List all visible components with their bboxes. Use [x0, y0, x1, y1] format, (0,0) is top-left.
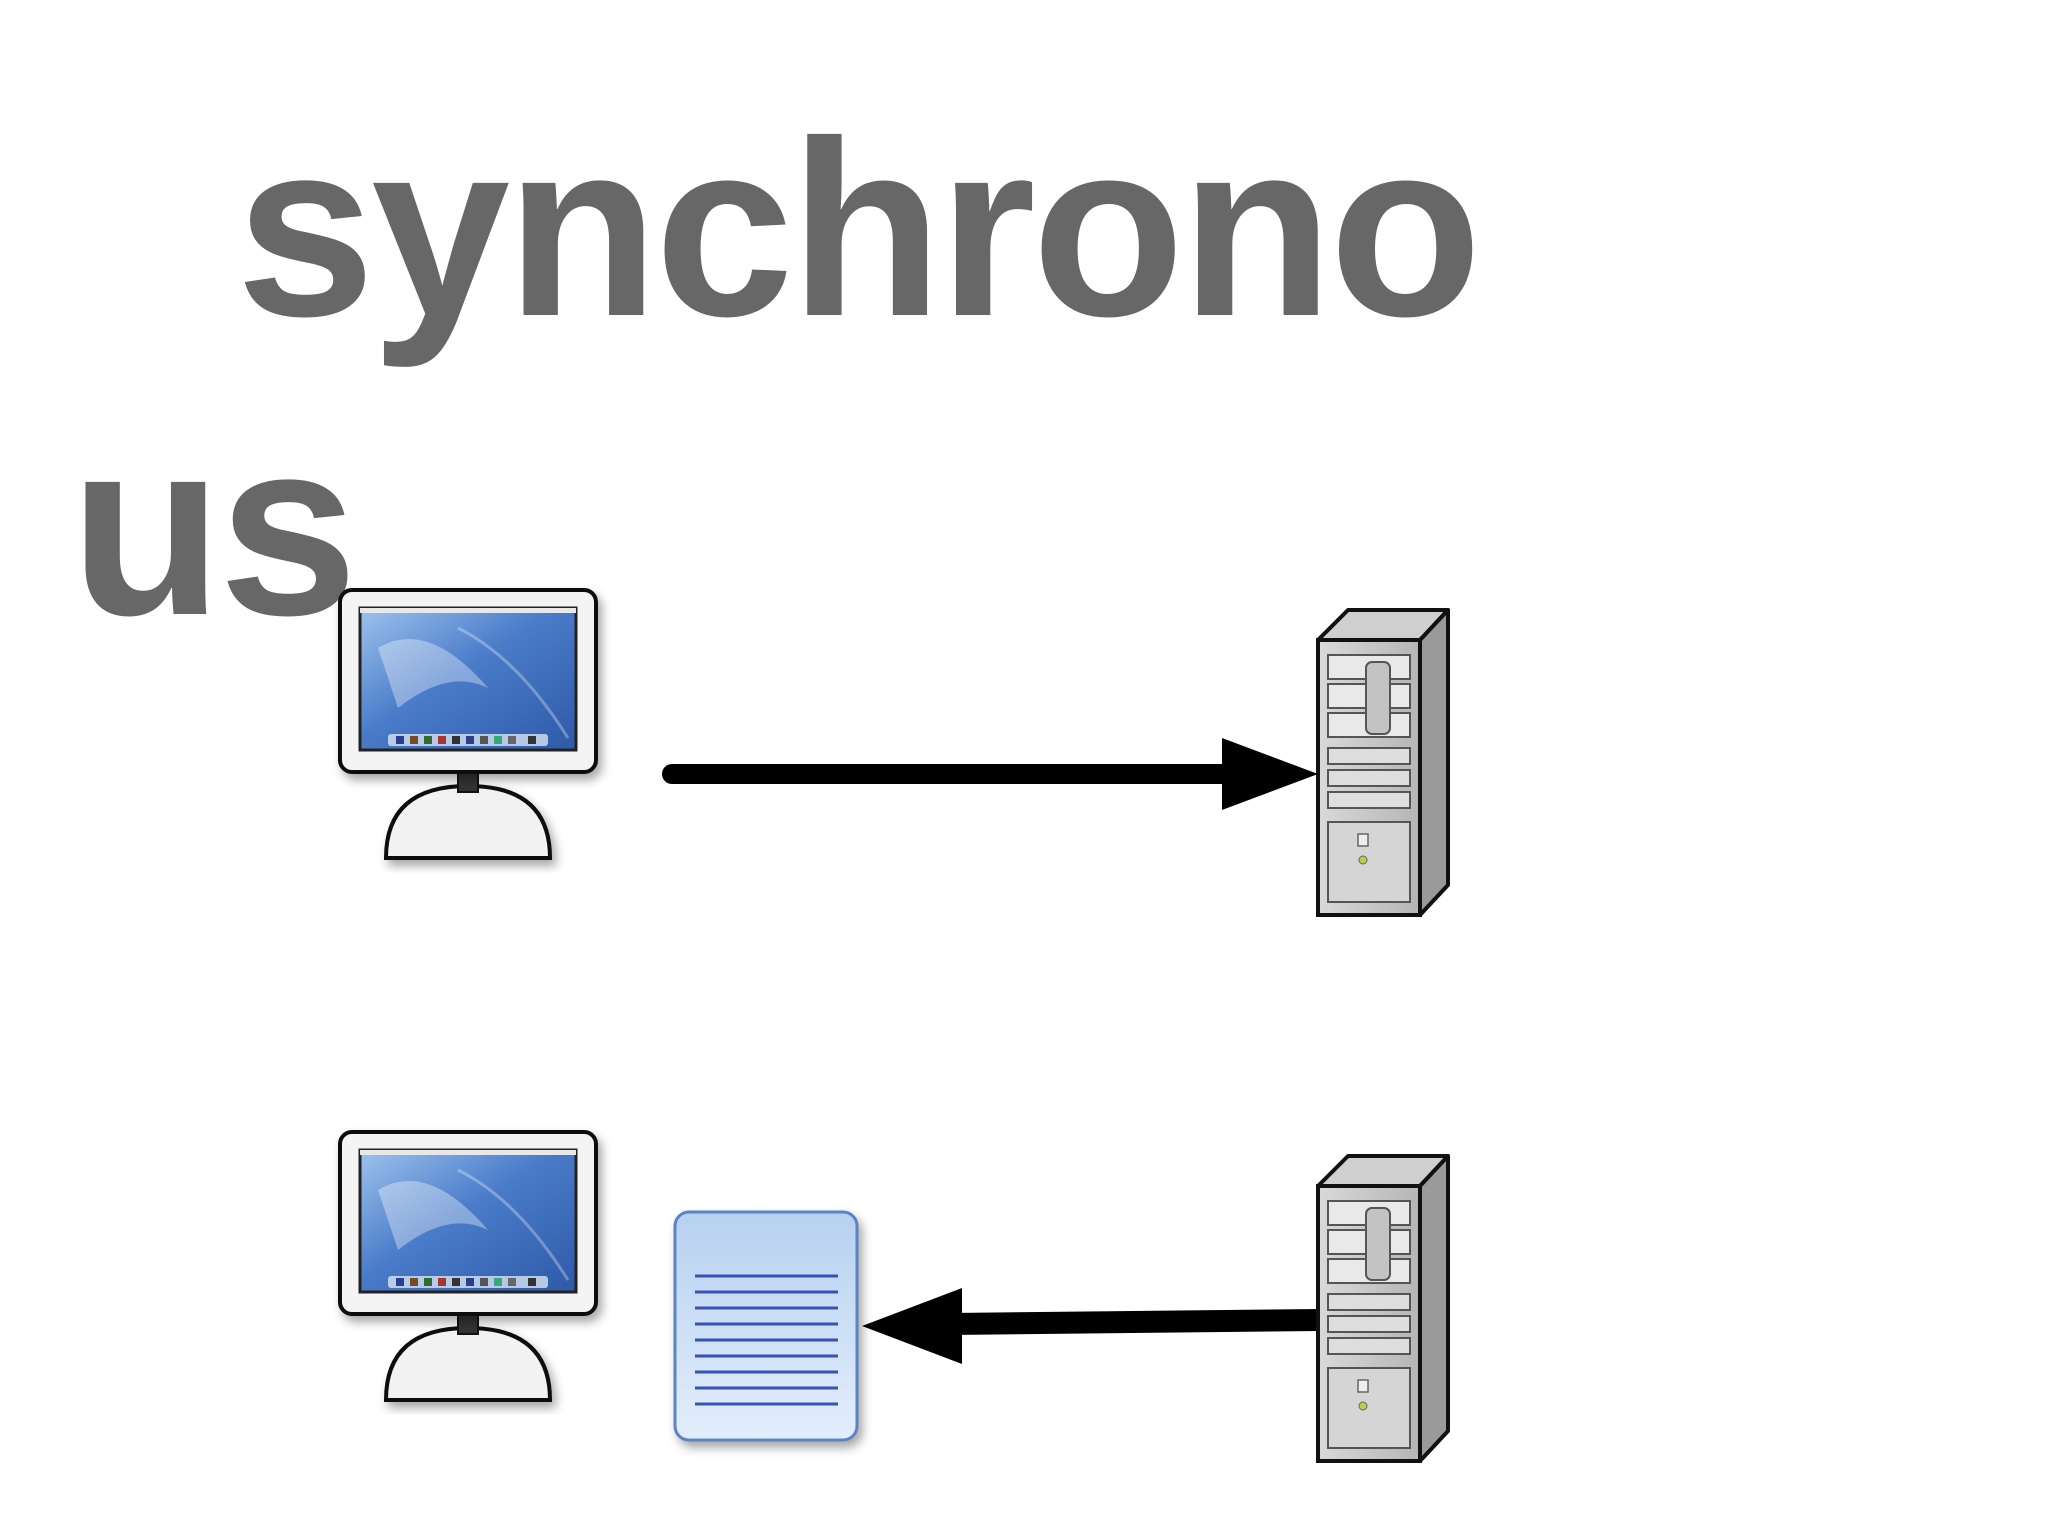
- document-icon: [673, 1210, 859, 1442]
- client-computer-bottom-icon: [340, 1132, 596, 1400]
- response-arrow-icon: [862, 1288, 1321, 1364]
- slide-title-line-2: us: [70, 388, 358, 667]
- request-arrow-icon: [662, 738, 1318, 810]
- client-computer-top-icon: [340, 590, 596, 858]
- slide-title-line-1: synchrono: [236, 89, 1482, 368]
- server-bottom-icon: [1316, 1154, 1450, 1463]
- server-top-icon: [1316, 608, 1450, 917]
